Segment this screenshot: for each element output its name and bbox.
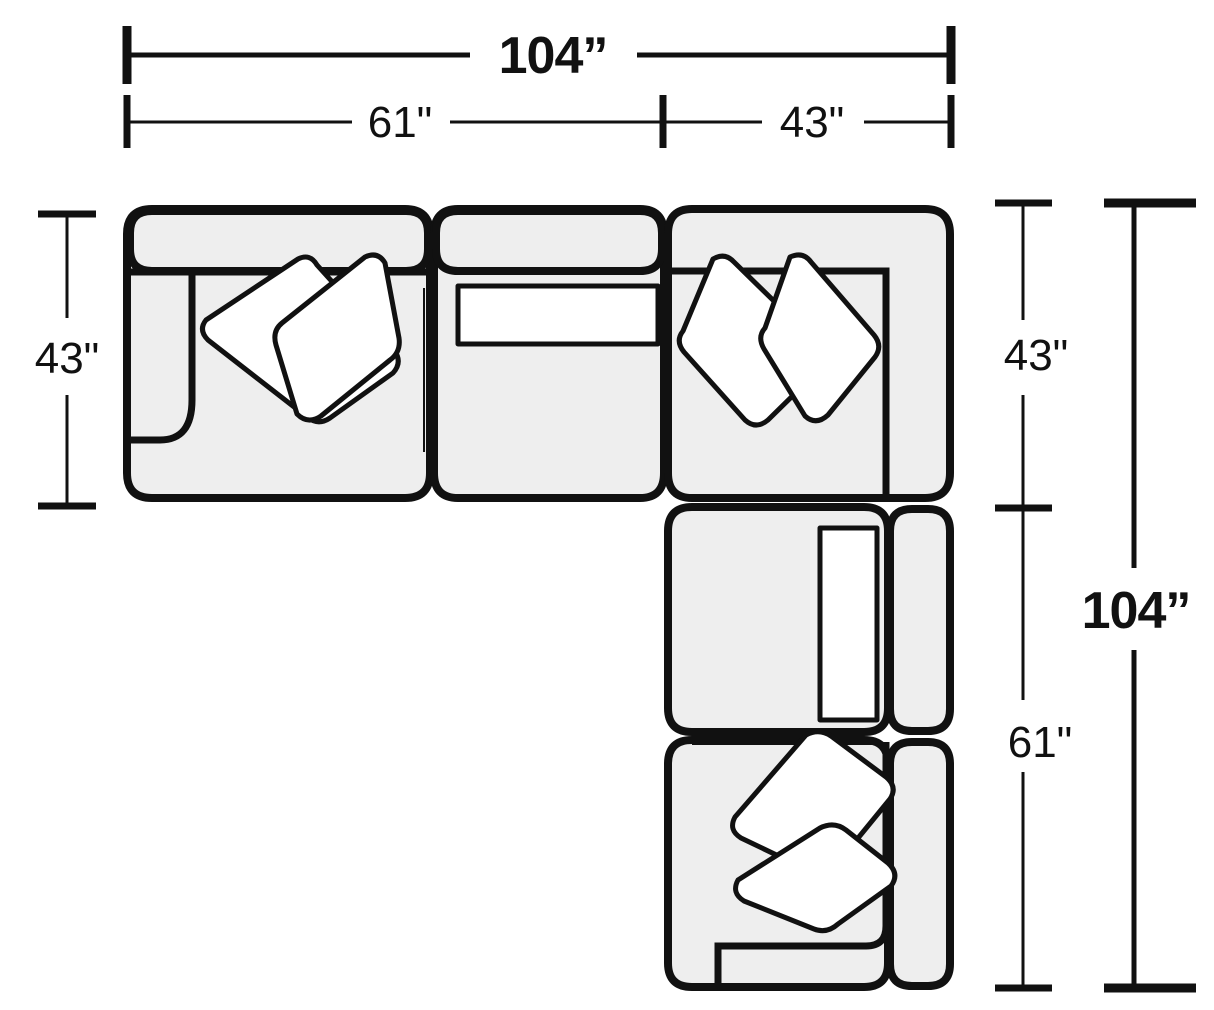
left-depth-dimension: 43" [35,210,100,510]
corner-piece-pillow-2 [758,252,882,424]
right-overall-dimension-label: 104” [1082,582,1191,640]
right-overall-dimension: 104” [1082,198,1196,993]
sofa-section-right-bottom-piece [664,729,954,991]
top-segment-dimensions: 61" 43" [123,95,955,148]
right-middle-piece-back-cushion [886,505,954,735]
sofa-section-left-arm-piece [123,205,434,502]
left-depth-dimension-label: 43" [35,334,100,383]
top-left-segment-dimension-label: 61" [368,98,433,147]
top-overall-dimension: 104” [122,26,956,85]
right-bottom-piece-arm-outline [714,742,890,987]
right-segment-dimensions: 43" 61" [995,199,1073,992]
armless-piece-back-cushion [432,207,666,275]
top-right-segment-dimension-label: 43" [780,98,845,147]
sofa-section-corner-piece [664,205,954,502]
armless-piece-tray [455,283,661,347]
right-lower-segment-dimension-label: 61" [1008,718,1073,767]
top-overall-dimension-label: 104” [499,27,608,85]
right-bottom-piece-back-cushion [886,738,954,990]
sofa-section-armless-piece [430,205,668,502]
right-bottom-piece-pillow-2 [733,822,898,934]
sofa-section-right-middle-piece [664,503,954,736]
left-piece-arm-outline [129,268,196,444]
right-middle-piece-tray [817,525,880,723]
left-piece-pillow-2 [272,252,402,423]
right-upper-segment-dimension-label: 43" [1004,331,1069,380]
